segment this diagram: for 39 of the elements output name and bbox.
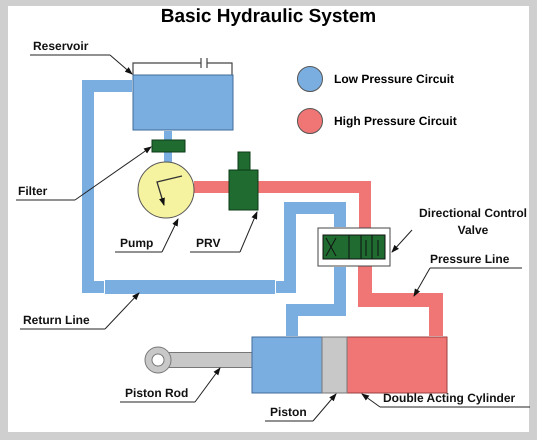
part-label: Piston Rod [125,385,188,402]
part-label: Pump [120,235,154,252]
reservoir-tank [132,74,234,130]
control-valve [318,228,390,266]
pipe [164,152,172,162]
pipe [276,202,346,293]
pipe [286,267,346,336]
part-label: Filter [18,183,48,200]
leader-line [120,367,221,402]
leader-line [114,218,178,252]
leader-line [264,393,337,422]
filter-block [152,140,186,152]
part-label: Double Acting Cylinder [383,390,516,407]
part-label: Pressure Line [430,251,510,268]
legend-label: Low Pressure Circuit [334,72,454,86]
pipe [82,80,132,293]
return-pipe [105,280,275,294]
leader-line [20,292,140,330]
part-label: Return Line [23,312,90,329]
part-label: Reservoir [33,38,88,55]
leader-line [190,211,258,252]
pipe [258,181,371,228]
pump-circle [138,162,194,218]
legend-label: High Pressure Circuit [334,114,457,128]
piston [322,336,348,394]
pressure-pipe [358,266,443,336]
leader-line [391,230,412,253]
cylinder [252,336,448,394]
pipe [194,181,229,193]
part-label: Piston [270,404,307,421]
leader-line [361,393,530,408]
part-label: Directional Control Valve [412,205,534,239]
pipe [164,131,172,140]
leader-line [30,54,133,75]
leader-line [16,146,152,200]
diagram-title: Basic Hydraulic System [160,6,378,28]
relief-valve [228,152,258,210]
leader-line [414,268,522,297]
part-label: PRV [196,235,220,252]
